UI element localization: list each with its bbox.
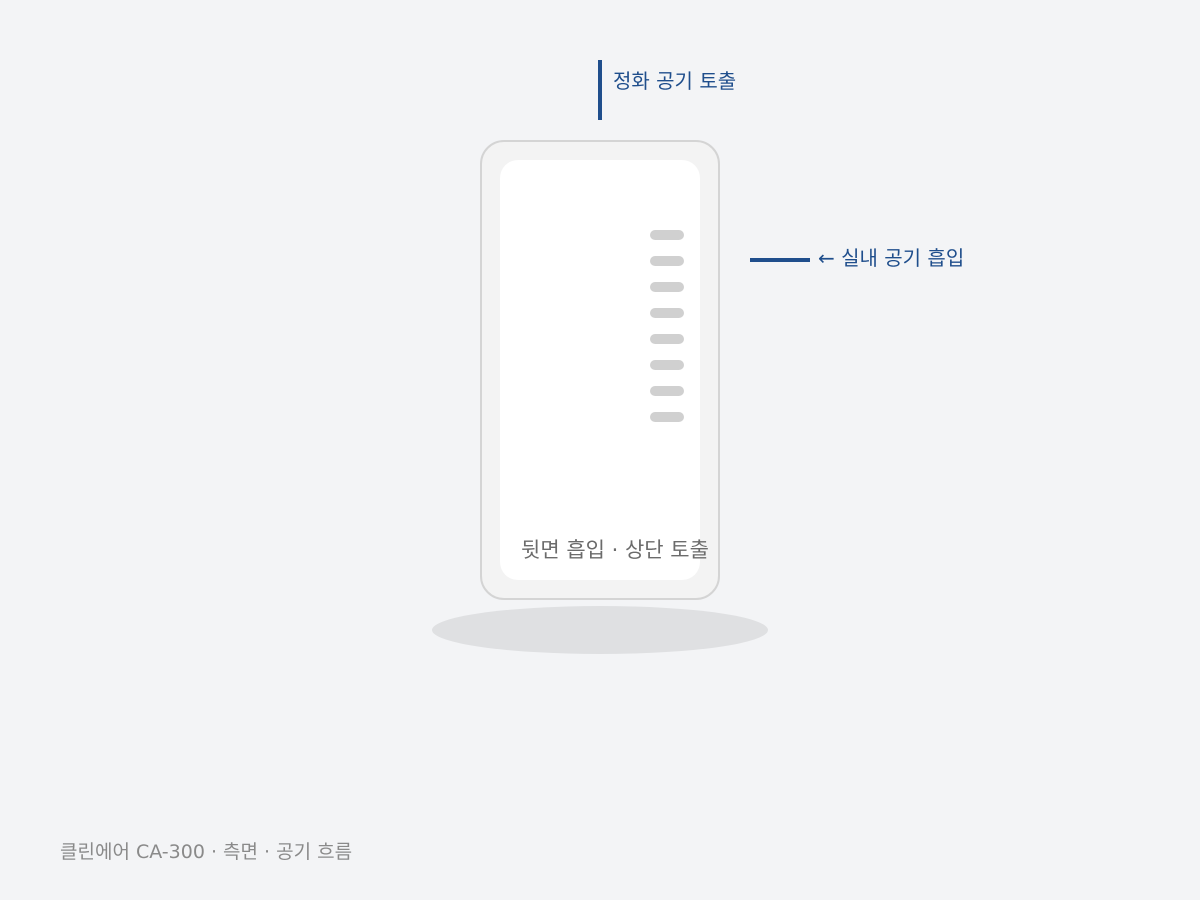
figure-caption: 클린에어 CA-300 · 측면 · 공기 흐름 xyxy=(60,841,353,863)
air-purifier-panel xyxy=(500,160,700,580)
vent-slot xyxy=(650,360,684,370)
vent-slot xyxy=(650,386,684,396)
device-caption: 뒷면 흡입 · 상단 토출 xyxy=(521,538,709,562)
vent-slot xyxy=(650,230,684,240)
intake-airflow-indicator xyxy=(750,258,810,262)
output-airflow-indicator xyxy=(598,60,602,120)
intake-airflow-label: ← 실내 공기 흡입 xyxy=(818,246,965,270)
output-airflow-label: 정화 공기 토출 xyxy=(613,69,737,93)
vent-slot xyxy=(650,308,684,318)
device-floor-shadow xyxy=(432,606,768,654)
vent-slot xyxy=(650,256,684,266)
vent-slot xyxy=(650,334,684,344)
vent-slot xyxy=(650,412,684,422)
vent-slot xyxy=(650,282,684,292)
